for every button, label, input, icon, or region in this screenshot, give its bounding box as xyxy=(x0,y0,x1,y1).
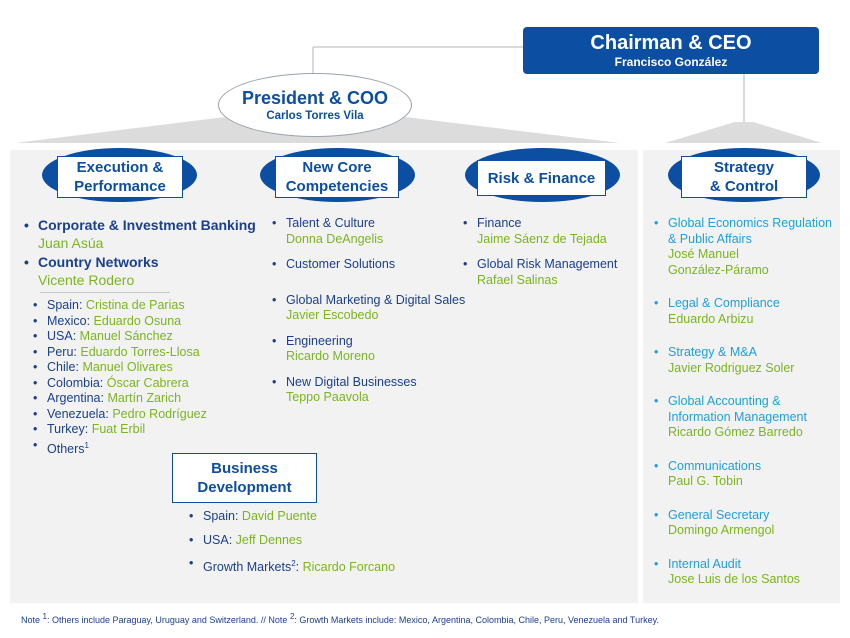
list-item: USA: Manuel Sánchez xyxy=(31,329,271,345)
chairman-ceo-box: Chairman & CEO Francisco González xyxy=(523,27,819,74)
list-item: Spain: David Puente xyxy=(187,509,447,525)
connector-lines xyxy=(15,46,822,143)
list-item: Country Networks Vicente Rodero xyxy=(22,253,272,289)
execution-heading-line1: Execution & xyxy=(76,159,164,176)
list-item: Argentina: Martín Zarich xyxy=(31,391,271,407)
list-item: Turkey: Fuat Erbil xyxy=(31,422,271,438)
list-item: Colombia: Óscar Cabrera xyxy=(31,376,271,392)
list-item: Corporate & Investment Banking Juan Asúa xyxy=(22,216,272,252)
core-heading: New Core Competencies xyxy=(275,156,399,198)
footnote: Note 1: Others include Paraguay, Uruguay… xyxy=(21,612,659,625)
core-heading-line1: New Core xyxy=(302,159,372,176)
list-item: Customer Solutions xyxy=(270,257,490,273)
business-heading-line1: Business xyxy=(211,460,278,477)
president-coo-ellipse: President & COO Carlos Torres Vila xyxy=(218,73,412,137)
list-item: Mexico: Eduardo Osuna xyxy=(31,314,271,330)
risk-heading: Risk & Finance xyxy=(477,160,606,196)
list-item: Venezuela: Pedro Rodríguez xyxy=(31,407,271,423)
business-list: Spain: David Puente USA: Jeff Dennes Gro… xyxy=(187,509,447,576)
risk-heading-line1: Risk & Finance xyxy=(487,169,596,187)
strategy-list: Global Economics Regulation& Public Affa… xyxy=(652,216,840,588)
list-item: Others1 xyxy=(31,438,271,458)
country-list: Spain: Cristina de Parias Mexico: Eduard… xyxy=(31,298,271,457)
business-heading: Business Development xyxy=(172,453,317,503)
chairman-ceo-title: Chairman & CEO xyxy=(590,32,752,54)
list-item: Chile: Manuel Olivares xyxy=(31,360,271,376)
list-item: Global Accounting &Information Managemen… xyxy=(652,394,840,441)
execution-heading-line2: Performance xyxy=(74,178,166,195)
execution-main-list: Corporate & Investment Banking Juan Asúa… xyxy=(22,216,272,289)
execution-heading: Execution & Performance xyxy=(57,156,183,198)
list-item: Peru: Eduardo Torres-Llosa xyxy=(31,345,271,361)
chairman-ceo-name: Francisco González xyxy=(614,55,728,69)
list-item: Global Economics Regulation& Public Affa… xyxy=(652,216,840,278)
country-divider xyxy=(40,292,170,293)
president-coo-title: President & COO xyxy=(241,88,389,108)
core-heading-line2: Competencies xyxy=(285,178,389,195)
list-item: USA: Jeff Dennes xyxy=(187,533,447,549)
strategy-heading: Strategy & Control xyxy=(681,156,807,198)
president-coo-name: Carlos Torres Vila xyxy=(266,110,364,122)
list-item: Growth Markets2: Ricardo Forcano xyxy=(187,556,447,576)
strategy-fan xyxy=(665,122,822,143)
strategy-heading-line1: Strategy xyxy=(713,159,775,176)
strategy-heading-line2: & Control xyxy=(709,178,779,195)
business-heading-line2: Development xyxy=(197,479,292,496)
list-item: Spain: Cristina de Parias xyxy=(31,298,271,314)
